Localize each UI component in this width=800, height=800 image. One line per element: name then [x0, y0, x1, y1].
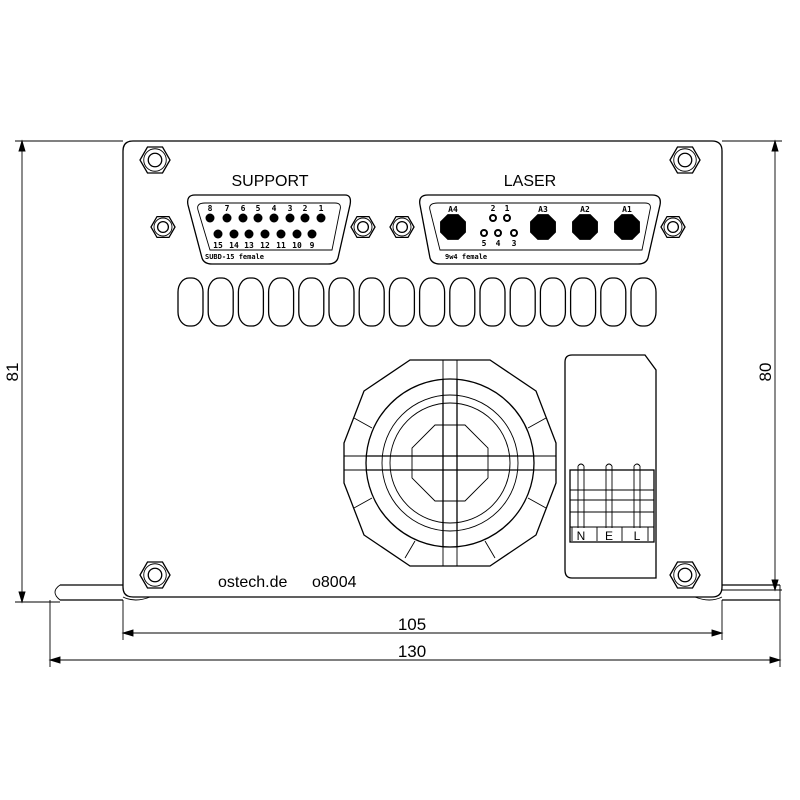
support-pin	[292, 229, 302, 239]
vent-slot	[237, 277, 265, 327]
laser-pin-label: 5	[482, 239, 487, 248]
support-pin-label: 8	[208, 204, 213, 213]
vent-slot	[328, 277, 355, 327]
dimension-lines	[15, 139, 782, 667]
vent-slot	[177, 277, 204, 327]
laser-pin-label: 4	[496, 239, 501, 248]
dim-width-outer: 130	[398, 642, 426, 661]
support-pin-label: 4	[272, 204, 277, 213]
support-pin-label: 11	[276, 241, 286, 250]
support-pin-label: 14	[229, 241, 239, 250]
vent-slot	[539, 277, 567, 327]
hex-nut-icon	[350, 215, 376, 239]
laser-pin	[503, 214, 511, 222]
coax-label: A3	[538, 205, 548, 214]
support-pin	[222, 213, 232, 223]
mains-terminal-housing	[564, 354, 657, 579]
support-pin-label: 3	[288, 204, 293, 213]
terminal-label-n: N	[577, 529, 586, 543]
support-pin-label: 12	[260, 241, 270, 250]
support-pin	[276, 229, 286, 239]
hex-nut-icon	[139, 561, 171, 589]
support-pin-label: 13	[244, 241, 254, 250]
brand-text: ostech.de	[218, 574, 287, 591]
laser-connector-shell	[419, 194, 661, 265]
coax-label: A4	[448, 205, 458, 214]
support-pin-label: 5	[256, 204, 261, 213]
front-plate	[122, 140, 723, 598]
terminal-label-e: E	[605, 529, 613, 543]
support-pin	[269, 213, 279, 223]
support-pin-label: 9	[310, 241, 315, 250]
coax-contact	[572, 214, 598, 240]
support-pin-label: 6	[241, 204, 246, 213]
vent-slot	[207, 277, 234, 327]
laser-pin-label: 1	[505, 204, 510, 213]
support-pin	[307, 229, 317, 239]
support-pin	[260, 229, 270, 239]
laser-pin-label: 2	[491, 204, 496, 213]
vent-slot	[509, 277, 536, 327]
support-pin	[285, 213, 295, 223]
hex-nut-icon	[139, 146, 171, 174]
vent-slot	[418, 277, 446, 327]
terminal-label-l: L	[634, 529, 641, 543]
coax-label: A1	[622, 205, 632, 214]
support-pin-label: 10	[292, 241, 302, 250]
vent-slot	[298, 277, 325, 327]
hex-nut-icon	[669, 146, 701, 174]
mains-terminal-block	[569, 463, 655, 543]
vent-slot	[630, 277, 657, 327]
laser-pin	[510, 229, 518, 237]
hex-nut-icon	[389, 215, 415, 239]
support-pin	[205, 213, 215, 223]
vent-slot	[479, 277, 506, 327]
support-pin	[238, 213, 248, 223]
support-pin	[300, 213, 310, 223]
coax-contact	[530, 214, 556, 240]
coax-contact	[614, 214, 640, 240]
laser-pin	[494, 229, 502, 237]
support-pin-label: 15	[213, 241, 223, 250]
laser-pin-label: 3	[512, 239, 517, 248]
support-pin-label: 2	[303, 204, 308, 213]
dim-height-outer: 81	[3, 363, 22, 382]
support-pin-label: 7	[225, 204, 230, 213]
support-pin	[229, 229, 239, 239]
hex-nut-icon	[660, 215, 686, 239]
support-connector-shell	[187, 194, 352, 265]
hex-nut-icon	[669, 561, 701, 589]
support-pin	[244, 229, 254, 239]
support-pin	[253, 213, 263, 223]
vent-slot	[267, 277, 295, 327]
model-text: o8004	[312, 574, 357, 591]
laser-caption: 9w4 female	[445, 253, 487, 261]
dim-width-inner: 105	[398, 615, 426, 634]
support-pin	[316, 213, 326, 223]
support-pin-label: 1	[319, 204, 324, 213]
vent-slot	[388, 277, 416, 327]
support-caption: SUBD-15 female	[205, 253, 264, 261]
vent-slot	[569, 277, 597, 327]
hex-nut-icon	[150, 215, 176, 239]
vent-slot	[449, 277, 476, 327]
coax-contact	[440, 214, 466, 240]
dim-height-inner: 80	[756, 363, 775, 382]
vent-slot	[358, 277, 385, 327]
fan-grille	[343, 359, 557, 567]
support-pin	[213, 229, 223, 239]
laser-pin	[480, 229, 488, 237]
laser-pin	[489, 214, 497, 222]
laser-title: LASER	[504, 173, 556, 190]
vent-slot	[600, 277, 627, 327]
coax-label: A2	[580, 205, 590, 214]
bottom-flange	[54, 584, 781, 601]
support-title: SUPPORT	[231, 173, 308, 190]
